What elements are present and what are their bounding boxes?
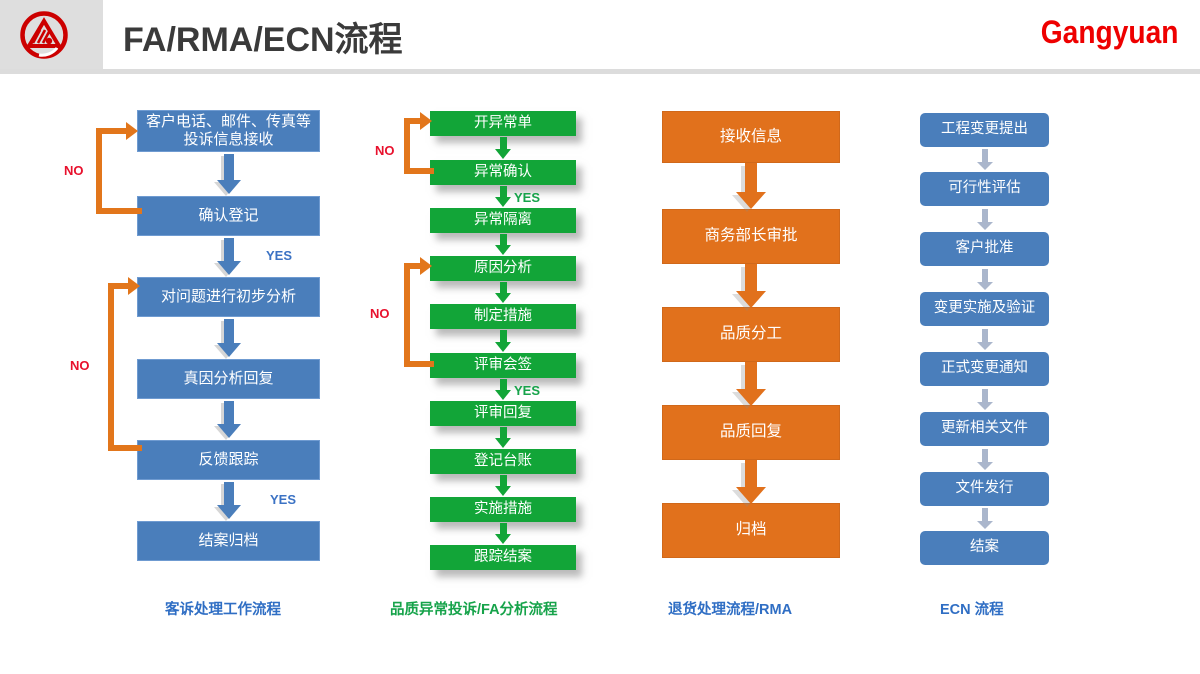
arrow-complaint-1-2 <box>214 238 241 277</box>
arrow-complaint-2-3 <box>214 319 241 359</box>
caption-rma: 退货处理流程/RMA <box>668 602 793 618</box>
page-title: FA/RMA/ECN流程 <box>123 21 403 59</box>
label-complaint-yes-2: YES <box>270 492 297 507</box>
arrow-complaint-0-1 <box>214 154 241 196</box>
arrow-fa-2-3 <box>495 234 511 255</box>
arrow-fa-1-2 <box>495 186 511 207</box>
node-rma-2[interactable]: 品质分工 <box>662 307 840 362</box>
node-fa-0[interactable]: 开异常单 <box>430 111 576 136</box>
node-rma-0[interactable]: 接收信息 <box>662 111 840 163</box>
caption-complaint: 客诉处理工作流程 <box>165 602 281 618</box>
arrow-fa-3-4 <box>495 282 511 303</box>
node-ecn-2[interactable]: 客户批准 <box>920 232 1049 266</box>
flow-column-fa: 开异常单 异常确认 异常隔离 原因分析 制定措施 评审会签 评审回复 登记台账 … <box>0 0 576 674</box>
arrow-ecn-3-4 <box>977 329 993 350</box>
label-complaint-no-1: NO <box>64 163 84 178</box>
node-ecn-4[interactable]: 正式变更通知 <box>920 352 1049 386</box>
node-fa-6[interactable]: 评审回复 <box>430 401 576 426</box>
node-complaint-4[interactable]: 反馈跟踪 <box>137 440 320 480</box>
flow-column-complaint: 客户电话、邮件、传真等 投诉信息接收 确认登记 对问题进行初步分析 真因分析回复… <box>0 0 320 674</box>
arrow-fa-0-1 <box>495 137 511 159</box>
node-rma-4[interactable]: 归档 <box>662 503 840 558</box>
label-complaint-no-2: NO <box>70 358 90 373</box>
node-fa-4[interactable]: 制定措施 <box>430 304 576 329</box>
loop-fa-2 <box>404 257 434 367</box>
node-complaint-5[interactable]: 结案归档 <box>137 521 320 561</box>
header-divider <box>0 69 1200 74</box>
node-fa-3[interactable]: 原因分析 <box>430 256 576 281</box>
node-fa-8[interactable]: 实施措施 <box>430 497 576 522</box>
node-fa-7[interactable]: 登记台账 <box>430 449 576 474</box>
label-fa-yes-1: YES <box>514 190 541 205</box>
arrow-complaint-4-5 <box>214 482 241 521</box>
loop-complaint-1 <box>96 122 142 214</box>
brand-wordmark: Gangyuan <box>1040 14 1178 50</box>
node-ecn-6[interactable]: 文件发行 <box>920 472 1049 506</box>
arrow-rma-1-2 <box>732 264 766 311</box>
arrow-ecn-4-5 <box>977 389 993 410</box>
flow-column-rma: 接收信息 商务部长审批 品质分工 品质回复 归档 退货处理流程/RMA <box>0 0 840 674</box>
node-ecn-0[interactable]: 工程变更提出 <box>920 113 1049 147</box>
arrow-fa-6-7 <box>495 427 511 448</box>
arrow-fa-5-6 <box>495 379 511 400</box>
arrow-ecn-6-7 <box>977 508 993 529</box>
node-complaint-2[interactable]: 对问题进行初步分析 <box>137 277 320 317</box>
flow-column-ecn: 工程变更提出 可行性评估 客户批准 变更实施及验证 正式变更通知 更新相关文件 … <box>0 0 1049 674</box>
arrow-ecn-1-2 <box>977 209 993 230</box>
loop-fa-1 <box>404 112 434 174</box>
node-ecn-3[interactable]: 变更实施及验证 <box>920 292 1049 326</box>
arrow-ecn-0-1 <box>977 149 993 170</box>
arrow-fa-4-5 <box>495 330 511 352</box>
page-header: FA/RMA/ECN流程 Gangyuan <box>0 0 1200 74</box>
label-fa-yes-2: YES <box>514 383 541 398</box>
node-fa-9[interactable]: 跟踪结案 <box>430 545 576 570</box>
node-rma-1[interactable]: 商务部长审批 <box>662 209 840 264</box>
loop-complaint-2 <box>108 277 142 451</box>
gangyuan-logo-icon <box>19 10 69 60</box>
caption-ecn: ECN 流程 <box>940 602 1004 618</box>
label-fa-no-1: NO <box>375 143 395 158</box>
arrow-rma-2-3 <box>732 362 766 409</box>
arrow-rma-0-1 <box>732 163 766 212</box>
node-fa-1[interactable]: 异常确认 <box>430 160 576 185</box>
node-fa-2[interactable]: 异常隔离 <box>430 208 576 233</box>
arrow-rma-3-4 <box>732 460 766 507</box>
label-complaint-yes-1: YES <box>266 248 293 263</box>
node-complaint-3[interactable]: 真因分析回复 <box>137 359 320 399</box>
arrow-complaint-3-4 <box>214 401 241 440</box>
arrow-ecn-2-3 <box>977 269 993 290</box>
node-ecn-5[interactable]: 更新相关文件 <box>920 412 1049 446</box>
caption-fa: 品质异常投诉/FA分析流程 <box>390 602 558 618</box>
node-fa-5[interactable]: 评审会签 <box>430 353 576 378</box>
node-ecn-7[interactable]: 结案 <box>920 531 1049 565</box>
node-rma-3[interactable]: 品质回复 <box>662 405 840 460</box>
node-ecn-1[interactable]: 可行性评估 <box>920 172 1049 206</box>
arrow-fa-8-9 <box>495 523 511 544</box>
arrow-fa-7-8 <box>495 475 511 496</box>
node-complaint-1[interactable]: 确认登记 <box>137 196 320 236</box>
arrow-ecn-5-6 <box>977 449 993 470</box>
label-fa-no-2: NO <box>370 306 390 321</box>
